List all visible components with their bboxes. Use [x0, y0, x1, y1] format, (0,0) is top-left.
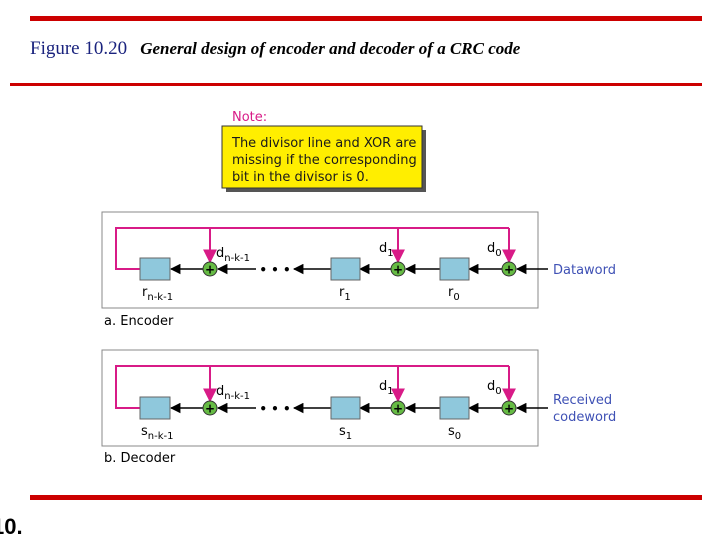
decoder-register-s1: [330, 396, 361, 420]
encoder-label-r0: r0: [448, 285, 460, 303]
decoder-label-d1: d1: [379, 379, 394, 397]
encoder-frame: [101, 211, 539, 309]
encoder-register-r0: [439, 257, 470, 281]
decoder-xor-gate: [501, 400, 517, 416]
encoder-label-r1: r1: [339, 285, 351, 303]
encoder-ellipsis: • • •: [259, 263, 290, 277]
note-line-3: bit in the divisor is 0.: [232, 170, 369, 185]
encoder-input-label: Dataword: [553, 263, 616, 278]
xor-symbol: +: [205, 402, 215, 416]
encoder-caption: a. Encoder: [104, 314, 174, 329]
xor-symbol: +: [205, 263, 215, 277]
decoder-label-d0: d0: [487, 379, 502, 397]
top-rule: [30, 16, 702, 21]
decoder-label-s-n-k-1: sn-k-1: [141, 424, 174, 442]
decoder-label-d-n-k-1: dn-k-1: [216, 384, 250, 402]
decoder-input-label-line2: codeword: [553, 410, 616, 425]
encoder-xor-gate: [390, 261, 406, 277]
decoder-xor-gate: [202, 400, 218, 416]
bottom-rule: [30, 495, 702, 500]
encoder-register-r-n-k-1: [139, 257, 171, 281]
title-underline: [10, 83, 702, 86]
encoder-label-d1: d1: [379, 241, 394, 259]
figure-caption: General design of encoder and decoder of…: [140, 39, 521, 58]
xor-symbol: +: [393, 263, 403, 277]
decoder-diagram: + + + • • • dn-k-1 d1 d0 sn-k-1 s1 s0 Re…: [101, 349, 616, 466]
encoder-label-r-n-k-1: rn-k-1: [142, 285, 173, 303]
decoder-feedback-line: [115, 365, 509, 409]
decoder-register-s0: [439, 396, 470, 420]
encoder-label-d0: d0: [487, 241, 502, 259]
xor-symbol: +: [504, 402, 514, 416]
encoder-register-r1: [330, 257, 361, 281]
decoder-register-s-n-k-1: [139, 396, 171, 420]
xor-symbol: +: [504, 263, 514, 277]
decoder-label-s1: s1: [339, 424, 352, 442]
encoder-xor-gate: [202, 261, 218, 277]
note-heading: Note:: [232, 110, 267, 125]
decoder-frame: [101, 349, 539, 447]
encoder-label-d-n-k-1: dn-k-1: [216, 246, 250, 264]
decoder-input-label-line1: Received: [553, 393, 612, 408]
decoder-label-s0: s0: [448, 424, 461, 442]
xor-symbol: +: [393, 402, 403, 416]
note-line-2: missing if the corresponding: [232, 153, 417, 168]
decoder-ellipsis: • • •: [259, 402, 290, 416]
decoder-caption: b. Decoder: [104, 451, 176, 466]
encoder-diagram: + + + • • • dn-k-1 d1 d0 rn-k-1 r1 r0 Da…: [101, 211, 616, 329]
figure-number: Figure 10.20: [30, 38, 128, 59]
note-box: [221, 125, 423, 189]
decoder-xor-gate: [390, 400, 406, 416]
figure-title: Figure 10.20 General design of encoder a…: [30, 38, 520, 60]
note-line-1: The divisor line and XOR are: [231, 136, 416, 151]
encoder-xor-gate: [501, 261, 517, 277]
encoder-feedback-line: [115, 227, 509, 270]
slide-number: 10.: [0, 514, 23, 539]
